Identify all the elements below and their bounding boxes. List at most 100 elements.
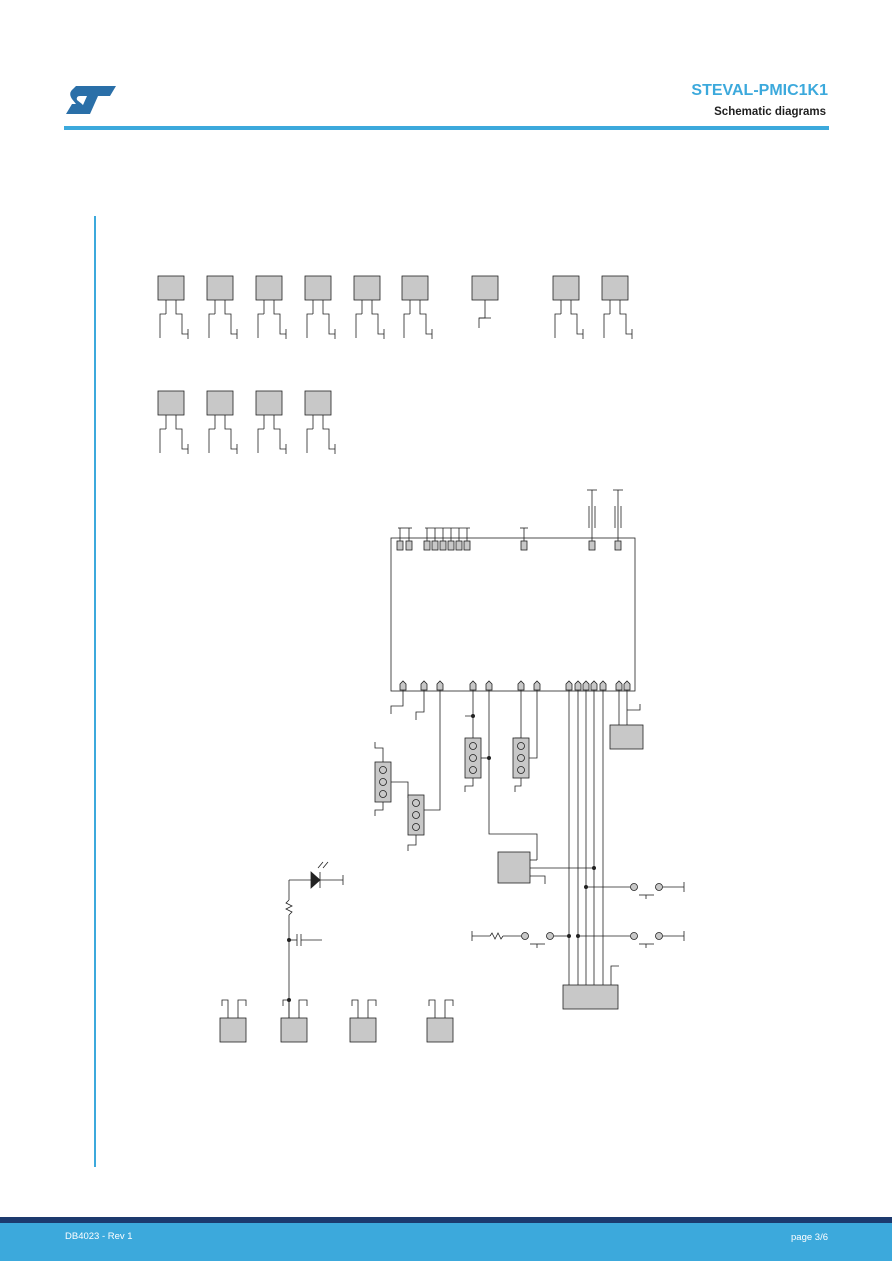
ic-pin	[590, 680, 598, 691]
wire	[619, 300, 632, 335]
header-rule	[64, 126, 829, 130]
wire	[374, 742, 384, 762]
wire	[282, 999, 290, 1018]
sensor-module-box	[609, 724, 644, 750]
junction-dot	[592, 866, 597, 871]
wire	[627, 704, 641, 711]
wire	[355, 313, 362, 338]
test-point-box	[401, 275, 429, 301]
pin-circle	[517, 754, 525, 762]
ic-pin	[439, 540, 447, 551]
ic-pin	[588, 540, 596, 551]
ic-pin	[623, 680, 631, 691]
wire	[465, 690, 474, 717]
footer-band: DB4023 - Rev 1 page 3/6	[0, 1223, 892, 1261]
junction-dot	[576, 934, 581, 939]
ic-pin	[614, 540, 622, 551]
ic-pin	[599, 680, 607, 691]
wire	[464, 778, 474, 792]
wire	[403, 313, 410, 338]
wire	[603, 313, 610, 338]
wire	[529, 690, 538, 759]
ic-pin	[533, 680, 541, 691]
st-logo	[66, 86, 116, 114]
wire	[371, 300, 384, 335]
wire	[257, 428, 264, 453]
main-ic-block	[390, 537, 636, 692]
wire	[306, 428, 313, 453]
wire	[221, 999, 229, 1018]
test-point-box	[255, 275, 283, 301]
test-point-box	[304, 390, 332, 416]
test-point-box	[552, 275, 580, 301]
button-contact	[521, 932, 529, 940]
test-point-box	[426, 1017, 454, 1043]
button-contact	[630, 932, 638, 940]
wire	[390, 690, 404, 714]
side-rule	[94, 216, 96, 1167]
test-point-box	[471, 275, 499, 301]
pin-circle	[379, 778, 387, 786]
ic-pin	[447, 540, 455, 551]
wire	[530, 875, 546, 884]
wire	[367, 999, 377, 1018]
test-point-box	[353, 275, 381, 301]
ic-pin	[423, 540, 431, 551]
button-contact	[655, 932, 663, 940]
pin-circle	[379, 766, 387, 774]
button-contact	[546, 932, 554, 940]
ic-pin	[399, 680, 407, 691]
test-point-box	[349, 1017, 377, 1043]
pin-circle	[412, 799, 420, 807]
ic-pin	[396, 540, 404, 551]
button-contact	[655, 883, 663, 891]
ic-pin	[485, 680, 493, 691]
wire	[159, 428, 166, 453]
ic-pin	[582, 680, 590, 691]
wire	[515, 690, 522, 739]
junction-dot	[584, 885, 589, 890]
wire	[273, 415, 286, 450]
resistor	[489, 932, 504, 940]
test-point-box	[157, 390, 185, 416]
wire	[391, 781, 409, 798]
bottom-connector-box	[562, 984, 619, 1010]
ic-pin	[574, 680, 582, 691]
ic-pin	[431, 540, 439, 551]
wire	[175, 300, 188, 335]
ic-pin	[517, 680, 525, 691]
junction-dot	[286, 938, 291, 943]
wire	[298, 999, 308, 1018]
pin-circle	[412, 823, 420, 831]
wire	[273, 300, 286, 335]
test-point-box	[157, 275, 185, 301]
pin-circle	[517, 742, 525, 750]
page-number: page 3/6	[791, 1232, 828, 1243]
wire	[208, 313, 215, 338]
wire	[570, 300, 583, 335]
ic-pin	[463, 540, 471, 551]
junction-dot	[567, 934, 572, 939]
document-id: DB4023 - Rev 1	[65, 1231, 133, 1242]
wire	[159, 313, 166, 338]
wire	[351, 999, 359, 1018]
wire	[407, 835, 417, 851]
pin-circle	[469, 766, 477, 774]
wire	[224, 300, 237, 335]
wire	[306, 313, 313, 338]
document-title: STEVAL-PMIC1K1	[691, 82, 828, 99]
pin-circle	[469, 754, 477, 762]
wire	[428, 999, 436, 1018]
pin-circle	[469, 742, 477, 750]
resistor	[285, 899, 293, 916]
wire	[514, 778, 522, 792]
led-light-arrow	[322, 861, 329, 869]
test-point-box	[601, 275, 629, 301]
ic-pin	[455, 540, 463, 551]
wire	[322, 300, 335, 335]
test-point-box	[219, 1017, 247, 1043]
ic-pin	[565, 680, 573, 691]
ic-pin	[469, 680, 477, 691]
test-point-box	[255, 390, 283, 416]
